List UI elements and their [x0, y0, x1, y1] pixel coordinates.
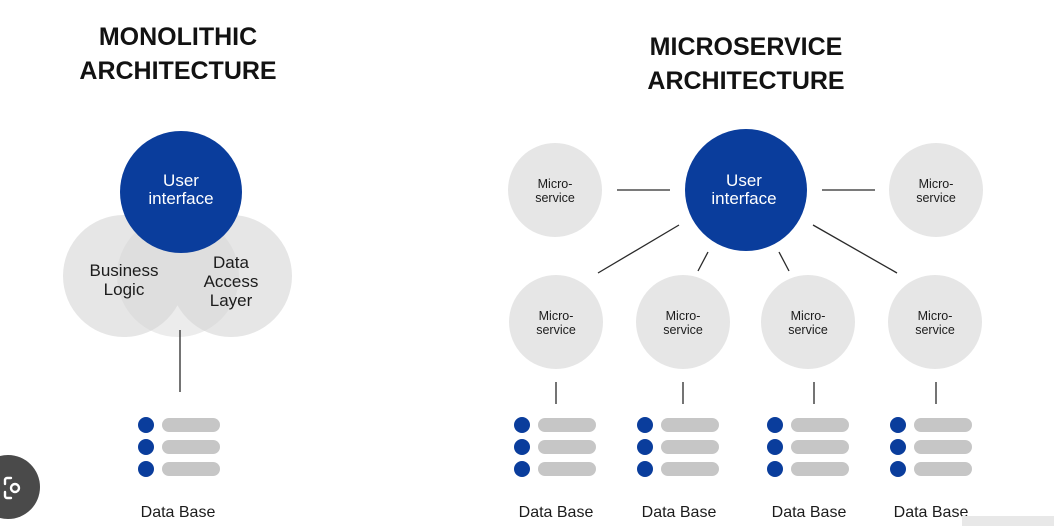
microservice-4-line2: service	[915, 323, 955, 337]
business-logic-line1: Business	[90, 261, 159, 280]
monolithic-database-icon	[138, 417, 220, 477]
monolithic-ui-line1: User	[163, 171, 199, 190]
db-label-4: Data Base	[894, 504, 969, 521]
monolithic-user-interface-circle	[120, 131, 242, 253]
microservice-ui-line1: User	[726, 171, 762, 190]
microservice-section: MICROSERVICE ARCHITECTURE User interface…	[508, 33, 983, 521]
microservice-top-left-line1: Micro-	[538, 177, 573, 191]
data-access-line3: Layer	[210, 291, 253, 310]
corner-overlay-bar	[962, 516, 1054, 526]
data-access-line2: Access	[204, 272, 259, 291]
microservice-3-line2: service	[788, 323, 828, 337]
database-icon-4	[890, 417, 972, 477]
db-label-1: Data Base	[519, 504, 594, 521]
monolithic-title-line1: MONOLITHIC	[99, 23, 257, 51]
microservice-circle-top-right	[889, 143, 983, 237]
monolithic-db-label: Data Base	[141, 504, 216, 521]
microservice-top-right-line2: service	[916, 191, 956, 205]
microservice-circle-3	[761, 275, 855, 369]
microservice-circle-top-left	[508, 143, 602, 237]
microservice-2-line2: service	[663, 323, 703, 337]
database-icon-1	[514, 417, 596, 477]
microservice-4-line1: Micro-	[918, 309, 953, 323]
lens-glyph-icon	[3, 476, 21, 500]
microservice-title-line1: MICROSERVICE	[650, 33, 843, 61]
connector-ui-service4	[812, 224, 898, 274]
connector-ui-service1	[597, 224, 680, 274]
data-access-line1: Data	[213, 253, 249, 272]
microservice-circle-4	[888, 275, 982, 369]
microservice-top-right-line1: Micro-	[919, 177, 954, 191]
microservice-1-line2: service	[536, 323, 576, 337]
microservice-title-line2: ARCHITECTURE	[647, 67, 844, 95]
connector-ui-service2	[697, 251, 709, 272]
microservice-ui-line2: interface	[711, 189, 776, 208]
microservice-3-line1: Micro-	[791, 309, 826, 323]
microservice-1-line1: Micro-	[539, 309, 574, 323]
monolithic-title-line2: ARCHITECTURE	[79, 57, 276, 85]
business-logic-line2: Logic	[104, 280, 145, 299]
monolithic-ui-line2: interface	[148, 189, 213, 208]
microservice-2-line1: Micro-	[666, 309, 701, 323]
connector-ui-service3	[778, 251, 790, 272]
database-icon-2	[637, 417, 719, 477]
monolithic-section: MONOLITHIC ARCHITECTURE User interface B…	[63, 23, 292, 521]
microservice-circle-1	[509, 275, 603, 369]
microservice-top-left-line2: service	[535, 191, 575, 205]
microservice-user-interface-circle	[685, 129, 807, 251]
microservice-circle-2	[636, 275, 730, 369]
database-icon-3	[767, 417, 849, 477]
db-label-2: Data Base	[642, 504, 717, 521]
db-label-3: Data Base	[772, 504, 847, 521]
